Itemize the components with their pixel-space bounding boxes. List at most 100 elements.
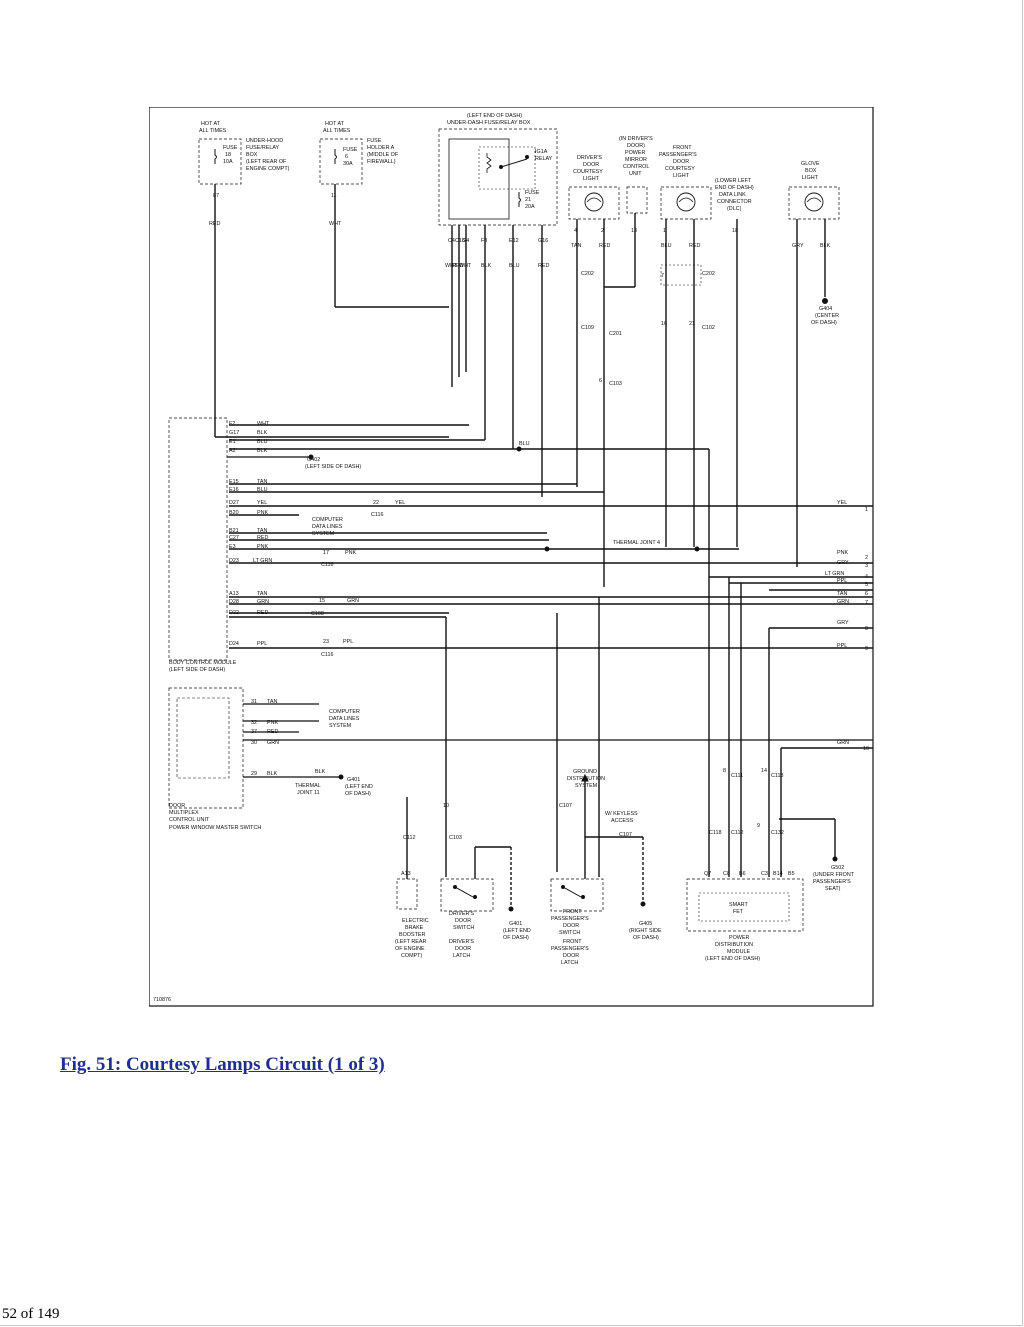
driver-courtesy-l3: COURTESY (573, 169, 603, 175)
bcm-l1: BODY CONTROL MODULE (169, 660, 237, 666)
bcm-pin-0: F2 (229, 421, 235, 427)
c107b: C107 (619, 832, 632, 838)
holderA-l2: HOLDER A (367, 145, 395, 151)
power-distribution-module (686, 818, 838, 932)
g405-l3: OF DASH) (633, 935, 659, 941)
pdm-l4: (LEFT END OF DASH) (705, 956, 760, 962)
underdash-fuse-box (438, 128, 558, 226)
bcm-pin-14: D22 (229, 610, 239, 616)
fuse18-l2: 18 (225, 152, 231, 158)
c107a: C107 (559, 803, 572, 809)
glovebox-l3: LIGHT (802, 175, 819, 181)
re-col-8: PPL (837, 643, 847, 649)
body-control-module (168, 417, 314, 661)
g502-l2: (UNDER FRONT (813, 872, 855, 878)
fpds-l4: SWITCH (559, 930, 580, 936)
g401b-l2: (LEFT END (503, 928, 531, 934)
fpdl-l3: DOOR (563, 953, 579, 959)
ground-dist-l1: GROUND (573, 769, 597, 775)
ebb-l4: (LEFT REAR (395, 939, 426, 945)
c112a: C112 (403, 835, 416, 841)
ground-dist-l2: DISTRIBUTION (567, 776, 605, 782)
hot2-l2: ALL TIMES (323, 128, 351, 134)
pdm-pin-q7: Q7 (704, 871, 711, 877)
g404-l1: G404 (819, 306, 832, 312)
fpdl-l2: PASSENGER'S (551, 946, 589, 952)
re-col-3: LT GRN (825, 571, 844, 577)
pass-courtesy-l3: DOOR (673, 159, 689, 165)
c111: C111 (731, 773, 743, 779)
c118a: C118 (709, 830, 722, 836)
fuse21-l3: 20A (525, 204, 535, 210)
mirror-control-unit (604, 186, 648, 288)
dmcu-pin-0: 31 (251, 699, 257, 705)
bcm-col-13: GRN (257, 599, 269, 605)
re-col-7: GRY (837, 620, 849, 626)
holderA-l1: FUSE (367, 138, 382, 144)
w-red-a: RED (599, 243, 610, 249)
hot2-l1: HOT AT (325, 121, 345, 127)
bcm-col-0: WHT (257, 421, 270, 427)
computer1-l2: DATA LINES (312, 524, 343, 530)
g502-l3: PASSENGER'S (813, 879, 851, 885)
ud-pin-2: G4 (462, 238, 469, 244)
figure-caption-link[interactable]: Fig. 51: Courtesy Lamps Circuit (1 of 3) (60, 1054, 385, 1075)
w-gry-a: GRY (792, 243, 804, 249)
ud-pin-4: E12 (509, 238, 519, 244)
pass-courtesy-l4: COURTESY (665, 166, 695, 172)
c102: C102 (702, 325, 715, 331)
bcm-pin-12: A13 (229, 591, 239, 597)
bcm-col-12: TAN (257, 591, 267, 597)
pdm-l1: POWER (729, 935, 749, 941)
bcm-col-7: PNK (257, 510, 268, 516)
ebb-pin-a13: A13 (401, 871, 411, 877)
mirror-l6: UNIT (629, 171, 642, 177)
fpdl-l1: FRONT (563, 939, 582, 945)
yel1: YEL (395, 500, 405, 506)
ud-pin-1: C13 (455, 238, 465, 244)
pass-courtesy-l1: FRONT (673, 145, 692, 151)
ud-pin-3: F3 (481, 238, 487, 244)
g502-l4: SEAT) (825, 886, 841, 892)
c103: C103 (609, 381, 622, 387)
pdm-l3: MODULE (727, 949, 750, 955)
c116b: C116 (321, 562, 334, 568)
mirror-l1: (IN DRIVER'S (619, 136, 653, 142)
pass-courtesy-l2: PASSENGER'S (659, 152, 697, 158)
figure-id: 710876 (153, 997, 171, 1003)
underdash-wires (215, 225, 543, 497)
ud-col-5: RED (538, 263, 549, 269)
n4: 4 (574, 228, 577, 234)
dlc-l5: (DLC) (727, 206, 742, 212)
c116c: C116 (321, 652, 334, 658)
hot1-l2: ALL TIMES (199, 128, 227, 134)
ground-dist-l3: SYSTEM (575, 783, 598, 789)
re-num-0: 1 (865, 507, 868, 513)
holderA-l3: (MIDDLE OF (367, 152, 399, 158)
ddl-l1: DRIVER'S (449, 939, 474, 945)
driver-courtesy-l4: LIGHT (583, 176, 600, 182)
n11: 11 (331, 193, 337, 199)
mirror-l5: CONTROL (623, 164, 649, 170)
fuse6-l3: 30A (343, 161, 353, 167)
ud-col-4: BLU (509, 263, 520, 269)
computer2-l3: SYSTEM (329, 723, 352, 729)
c118b: C118 (771, 773, 784, 779)
n14: 14 (761, 768, 767, 774)
bcm-pin-4: E15 (229, 479, 239, 485)
g401a-l2: (LEFT END (345, 784, 373, 790)
bcm-pin-13: D28 (229, 599, 239, 605)
g401a-l1: G401 (347, 777, 360, 783)
dds-l3: SWITCH (453, 925, 474, 931)
pwms: POWER WINDOW MASTER SWITCH (169, 825, 261, 831)
n23: 23 (323, 639, 329, 645)
bcm-col-11: LT GRN (253, 558, 272, 564)
bcm-col-2: BLU (257, 439, 268, 445)
dmcu-col-0: TAN (267, 699, 277, 705)
c109: C109 (581, 325, 594, 331)
bcm-pin-8: B21 (229, 528, 239, 534)
ud-col-3: BLK (481, 263, 492, 269)
ebb-l2: BRAKE (405, 925, 424, 931)
re-col-2: GRY (837, 560, 849, 566)
n9: 9 (757, 823, 760, 829)
